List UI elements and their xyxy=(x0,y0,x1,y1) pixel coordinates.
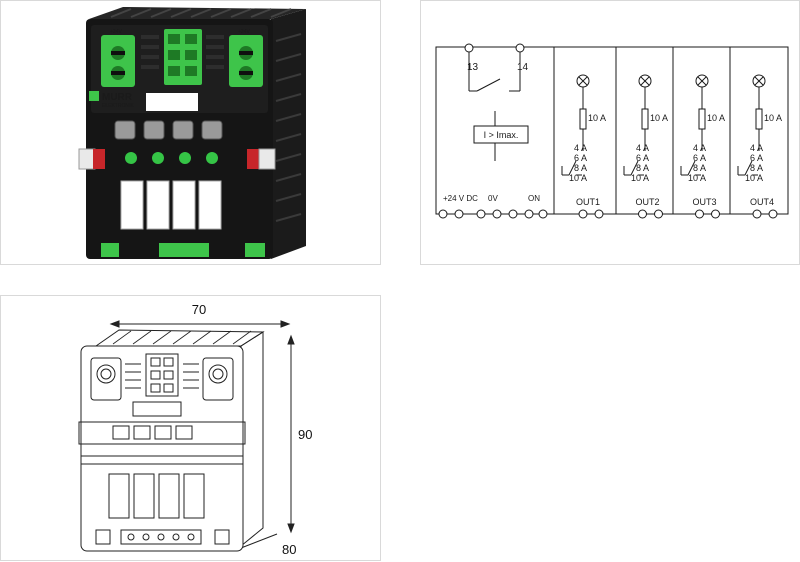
bottom-right-terminal xyxy=(245,243,265,257)
left-red-indicator xyxy=(93,149,105,169)
lamp-cross xyxy=(640,76,650,86)
brand-subtitle: ELEKTRONIK xyxy=(102,103,134,109)
overcurrent-box xyxy=(473,125,529,144)
fuse-rating: 10 A xyxy=(650,113,668,123)
width-dimension: 70 xyxy=(192,302,206,317)
output-label: OUT1 xyxy=(576,197,600,207)
depth-dimension-line xyxy=(240,533,278,549)
current-setting: 6 A xyxy=(750,153,763,163)
output-terminal xyxy=(638,209,647,219)
channel-leds xyxy=(125,152,218,164)
product-photo-panel: +24V +24V MURR ELEKTRONIK xyxy=(0,0,381,265)
dimension-drawing: 70 90 80 xyxy=(78,302,312,557)
current-setting: 4 A xyxy=(693,143,706,153)
terminal-ground-label: 0V xyxy=(488,194,498,203)
output-terminal xyxy=(752,209,762,219)
signal-relay-contact xyxy=(464,43,525,92)
output-terminal xyxy=(578,209,588,219)
terminal-on-label: ON xyxy=(528,194,540,203)
channel-buttons xyxy=(114,120,223,140)
fuse-rating: 10 A xyxy=(707,113,725,123)
current-setting: 6 A xyxy=(574,153,587,163)
diagram-frame xyxy=(435,46,789,215)
right-red-indicator xyxy=(247,149,261,169)
output-label: OUT3 xyxy=(692,197,716,207)
terminal-supply-label: +24 V DC xyxy=(443,194,478,203)
current-setting: 10 A xyxy=(569,173,587,183)
fuse-icon xyxy=(698,108,706,130)
switch-contact xyxy=(687,160,696,176)
switch-contact xyxy=(744,160,753,176)
right-green-terminal xyxy=(229,35,263,87)
current-setting: 8 A xyxy=(750,163,763,173)
product-photo: +24V +24V MURR ELEKTRONIK xyxy=(78,7,306,259)
output-terminal xyxy=(654,209,663,219)
height-dimension: 90 xyxy=(298,427,312,442)
lamp-cross xyxy=(578,76,588,86)
depth-dimension: 80 xyxy=(282,542,296,557)
housing-side xyxy=(271,9,306,259)
output-label: OUT2 xyxy=(635,197,659,207)
input-terminals xyxy=(438,209,548,219)
fuse-icon xyxy=(755,108,763,130)
dimension-drawing-panel: 70 90 80 xyxy=(0,295,381,561)
overcurrent-label: I > Imax. xyxy=(484,130,519,140)
fuse-slots xyxy=(120,180,222,230)
brand-logo-mark xyxy=(89,91,99,101)
switch-contact xyxy=(630,160,639,176)
housing-outline xyxy=(78,329,265,552)
current-setting: 6 A xyxy=(693,153,706,163)
current-setting: 8 A xyxy=(693,163,706,173)
output-terminal xyxy=(711,209,720,219)
left-green-terminal xyxy=(101,35,135,87)
fuse-rating: 10 A xyxy=(588,113,606,123)
circuit-diagram: 13 14 I > Imax. +24 V DC 0V ON 10 A4 A6 … xyxy=(435,43,789,219)
bottom-left-terminal xyxy=(101,243,119,257)
fuse-rating: 10 A xyxy=(764,113,782,123)
right-terminal-label: +24V xyxy=(238,29,250,35)
current-setting: 10 A xyxy=(745,173,763,183)
fuse-icon xyxy=(579,108,587,130)
current-setting: 8 A xyxy=(574,163,587,173)
fuse-icon xyxy=(641,108,649,130)
left-terminal-label: +24V xyxy=(110,29,122,35)
current-setting: 10 A xyxy=(688,173,706,183)
lamp-cross xyxy=(697,76,707,86)
output-terminal xyxy=(594,209,604,219)
current-setting: 4 A xyxy=(750,143,763,153)
switch-contact xyxy=(568,160,577,176)
current-setting: 4 A xyxy=(574,143,587,153)
current-setting: 8 A xyxy=(636,163,649,173)
relay-pin-b: 14 xyxy=(517,62,529,73)
bottom-center-terminal xyxy=(159,243,209,257)
product-label xyxy=(146,93,198,111)
current-setting: 10 A xyxy=(631,173,649,183)
output-terminal xyxy=(768,209,778,219)
output-terminal xyxy=(695,209,704,219)
current-setting: 6 A xyxy=(636,153,649,163)
output-label: OUT4 xyxy=(750,197,774,207)
lamp-cross xyxy=(754,76,764,86)
brand-name: MURR xyxy=(102,92,133,103)
relay-pin-a: 13 xyxy=(467,62,479,73)
current-setting: 4 A xyxy=(636,143,649,153)
